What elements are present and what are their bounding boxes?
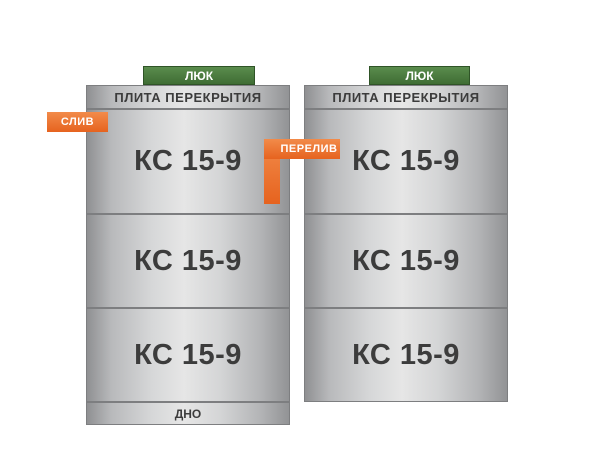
right-cover-slab: ПЛИТА ПЕРЕКРЫТИЯ — [304, 85, 508, 109]
left-bottom-slab-label: ДНО — [174, 406, 202, 421]
right-ring-3-label: КС 15-9 — [352, 338, 460, 371]
left-ring-2: КС 15-9 — [86, 214, 290, 308]
right-ring-3: КС 15-9 — [304, 308, 508, 402]
left-hatch: ЛЮК — [143, 66, 255, 85]
drain-pipe-label: СЛИВ — [60, 116, 95, 128]
overflow-pipe: ПЕРЕЛИВ — [264, 139, 340, 159]
left-cover-slab: ПЛИТА ПЕРЕКРЫТИЯ — [86, 85, 290, 109]
left-bottom-slab: ДНО — [86, 402, 290, 425]
overflow-pipe-label: ПЕРЕЛИВ — [280, 143, 338, 155]
right-ring-1-label: КС 15-9 — [352, 145, 460, 177]
right-hatch: ЛЮК — [369, 66, 470, 85]
left-ring-2-label: КС 15-9 — [134, 244, 242, 277]
right-hatch-label: ЛЮК — [405, 68, 434, 83]
left-ring-1: КС 15-9 — [86, 109, 290, 214]
left-hatch-label: ЛЮК — [184, 68, 214, 83]
drain-pipe: СЛИВ — [47, 112, 108, 132]
left-ring-1-label: КС 15-9 — [134, 145, 242, 177]
left-ring-3: КС 15-9 — [86, 308, 290, 402]
right-cover-slab-label: ПЛИТА ПЕРЕКРЫТИЯ — [332, 89, 480, 105]
right-ring-1: КС 15-9 — [304, 109, 508, 214]
right-ring-2-label: КС 15-9 — [352, 244, 460, 277]
right-ring-2: КС 15-9 — [304, 214, 508, 308]
left-ring-3-label: КС 15-9 — [134, 338, 242, 371]
left-cover-slab-label: ПЛИТА ПЕРЕКРЫТИЯ — [114, 89, 262, 105]
